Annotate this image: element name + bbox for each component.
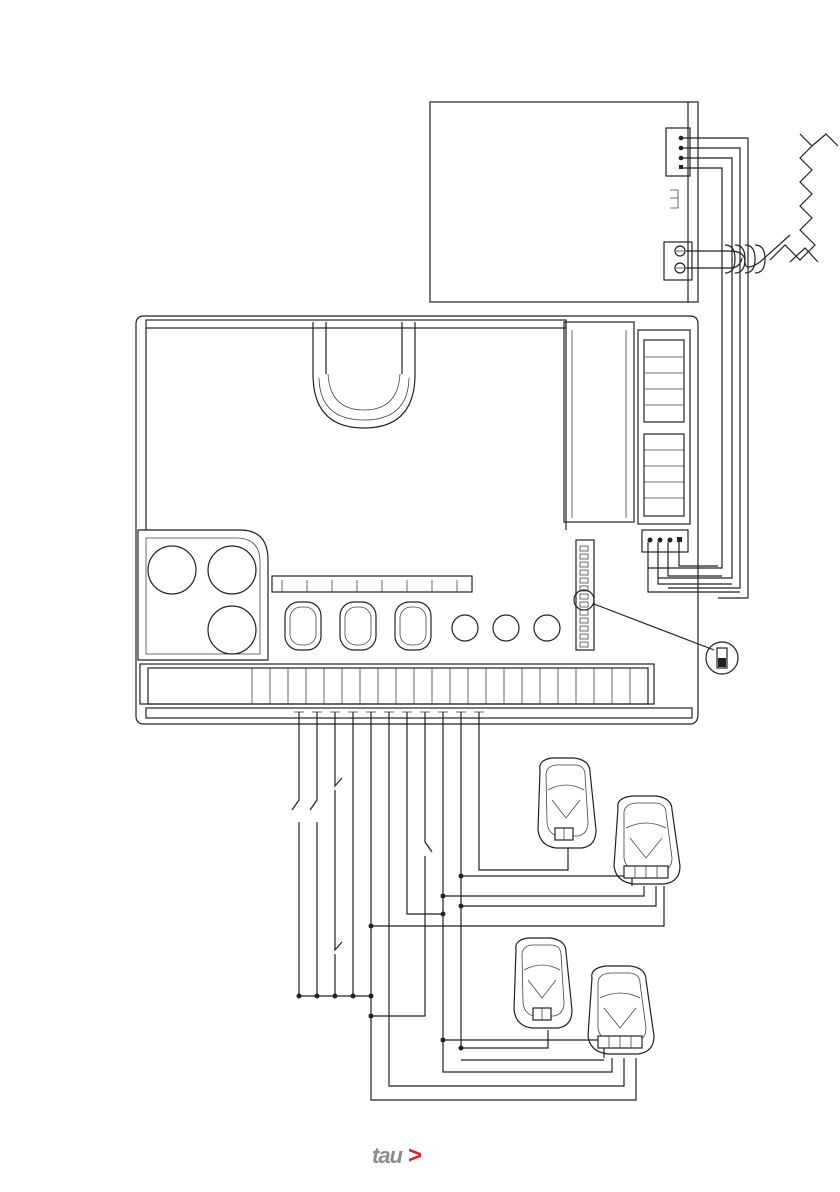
logo-arrow-icon: > [408,1143,422,1169]
remote-transmitter-2 [614,796,680,884]
control-board [136,316,740,724]
remote-transmitter-3 [514,938,572,1028]
dip-switch-detail [706,642,738,674]
brand-logo: tau > [372,1143,422,1169]
receiver-module [430,102,698,302]
terminal-block [252,668,630,704]
dip-switches [580,546,588,647]
receiver-wires [648,134,838,598]
remote-transmitter-1 [538,758,596,848]
remote-transmitter-4 [588,966,654,1054]
jumper-pins [282,580,457,592]
logo-text: tau [372,1143,402,1169]
